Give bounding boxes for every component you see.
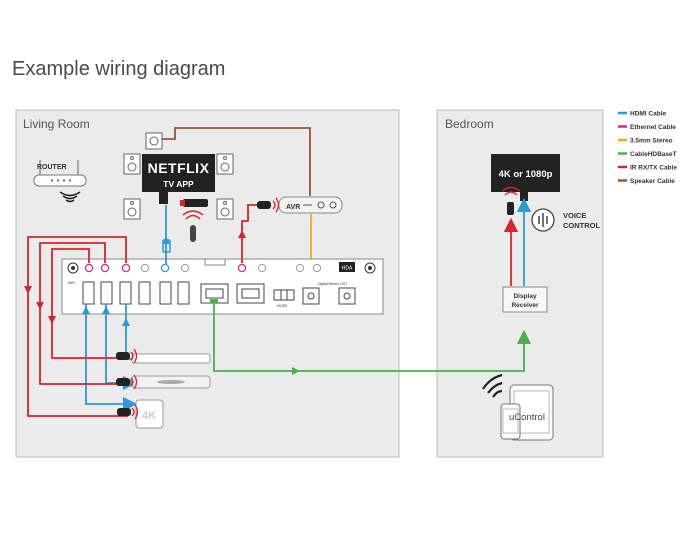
ucontrol-label: uControl [509,412,545,423]
router-wifi-icon [59,191,81,203]
ucontrol-devices: uControl [482,373,554,441]
avr-label: AVR [286,204,300,211]
hdmi-connector [162,239,171,253]
source-device-2 [116,374,211,390]
living-room-label: Living Room [23,117,90,131]
netflix-tv: NETFLIX TV APP [142,154,215,204]
remote-icon [182,210,204,242]
source-4k-label: 4K [142,410,156,422]
source-device-4k: 4K [117,399,164,429]
ir-emitter-netflix [180,199,208,207]
router-label: ROUTER [37,164,67,171]
hdbaset-cable [213,303,532,372]
router: ROUTER [33,160,87,203]
hdbaset-arrow-mid [292,367,300,375]
receiver-line-2: Receiver [511,302,539,309]
hdbaset-plug [210,299,218,303]
voice-line-1: VOICE [563,211,586,220]
control-unit: WiFi HDA MODE Digital/Stereo OUT [61,258,384,315]
netflix-logo: NETFLIX [148,160,210,176]
receiver-line-1: Display [513,293,537,300]
wifi-port-label: WiFi [68,281,75,285]
source-device-1 [116,348,211,364]
ir-emitter-avr [257,197,280,213]
legend-item: Ethernet Cable [630,124,676,131]
bedroom-display: 4K or 1080p [491,154,560,215]
ucontrol-wifi-icon [482,373,503,398]
bedroom-label: Bedroom [445,117,494,131]
legend-item: Speaker Cable [630,178,675,185]
ir-arrows [24,230,246,324]
legend-item: CableHDBaseT [630,151,677,158]
legend-item: 3.5mm Stereo [630,138,673,145]
speaker-cable [162,127,311,196]
netflix-subtitle: TV APP [163,179,194,189]
display-receiver: Display Receiver [502,286,548,313]
diagram-title: Example wiring diagram [12,58,226,80]
voice-control: VOICE CONTROL [531,208,600,232]
hda-badge: HDA [342,266,353,272]
legend-item: IR RX/TX Cable [630,165,677,172]
digital-out-label: Digital/Stereo OUT [318,282,348,286]
mode-port-label: MODE [277,304,288,308]
voice-line-2: CONTROL [563,221,600,230]
avr: AVR [278,196,343,214]
display-label: 4K or 1080p [499,169,553,180]
speakers [123,132,234,220]
legend-item: HDMI Cable [630,111,667,118]
